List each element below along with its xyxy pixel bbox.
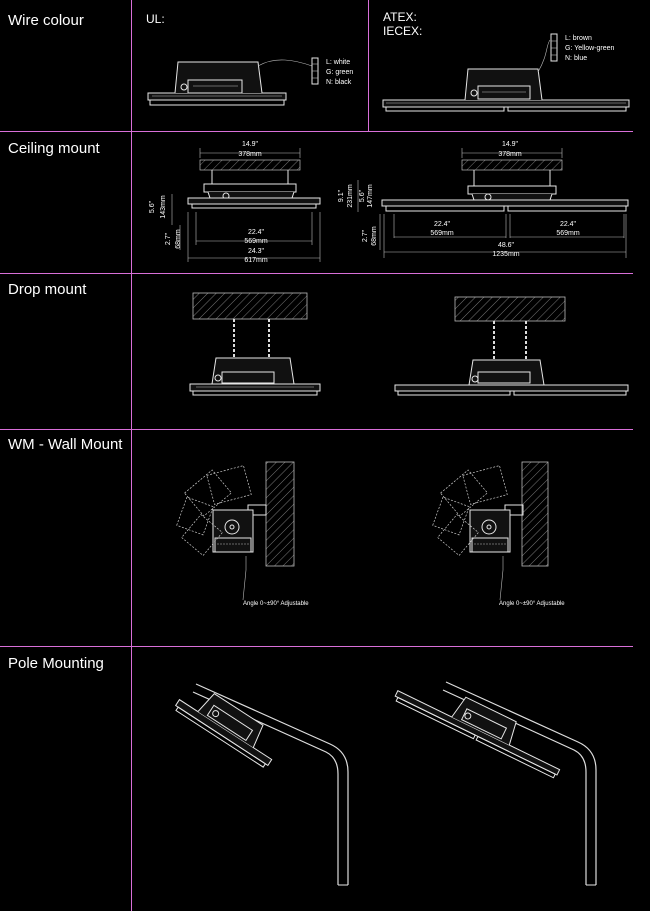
wall-mount-right-drawing xyxy=(432,461,549,601)
ceiling-single-body-in: 2.7" xyxy=(165,232,172,245)
drop-double-drawing xyxy=(394,296,629,396)
atex-wire-n: N: blue xyxy=(565,55,587,62)
ceiling-double-module2-in: 22.4" xyxy=(560,221,577,228)
ceiling-single-height-mm: 143mm xyxy=(160,195,167,219)
ceiling-single-length-in: 24.3" xyxy=(248,248,265,255)
wall-mount-left-drawing xyxy=(176,461,295,601)
ceiling-single-bracket-in: 14.9" xyxy=(242,141,259,148)
ceiling-double-total-in: 9.1" xyxy=(338,189,345,202)
atex-luminaire-drawing xyxy=(382,33,630,112)
pole-single-drawing xyxy=(174,683,349,886)
ceiling-double-total-mm: 231mm xyxy=(347,184,354,208)
iecex-label: IECEX: xyxy=(383,24,423,38)
ceiling-single-module-in: 22.4" xyxy=(248,229,265,236)
ceiling-double-module-mm: 569mm xyxy=(430,230,454,237)
ceiling-double-body-mm: 68mm xyxy=(371,226,378,246)
row-divider-4 xyxy=(0,646,633,647)
drop-mount-title: Drop mount xyxy=(8,281,87,298)
drop-single-drawing xyxy=(189,292,321,396)
wall-mount-title: WM - Wall Mount xyxy=(8,436,123,453)
ceiling-double-length-in: 48.6" xyxy=(498,242,515,249)
ceiling-single-module-mm: 569mm xyxy=(244,238,268,245)
ceiling-double-height-mm: 147mm xyxy=(367,184,374,208)
ul-wire-g: G: green xyxy=(326,69,353,76)
ceiling-double-module2-mm: 569mm xyxy=(556,230,580,237)
ul-wire-n: N: black xyxy=(326,79,352,86)
column-divider xyxy=(131,0,132,911)
row-divider-2 xyxy=(0,273,633,274)
pole-double-drawing xyxy=(394,681,597,886)
ul-luminaire-drawing xyxy=(147,57,319,106)
ceiling-single-bracket-mm: 378mm xyxy=(238,151,262,158)
row-divider-3 xyxy=(0,429,633,430)
ceiling-double-height-in: 5.6" xyxy=(359,189,366,202)
ceiling-double-body-in: 2.7" xyxy=(362,229,369,242)
ceiling-double-drawing xyxy=(357,148,629,258)
ceiling-single-body-mm: 68mm xyxy=(175,229,182,249)
ul-label: UL: xyxy=(146,12,165,26)
ceiling-single-height-in: 5.6" xyxy=(149,200,156,213)
ul-wire-l: L: white xyxy=(326,59,350,66)
ceiling-mount-title: Ceiling mount xyxy=(8,140,100,157)
atex-wire-l: L: brown xyxy=(565,35,592,42)
ceiling-double-bracket-mm: 378mm xyxy=(498,151,522,158)
ceiling-single-drawing xyxy=(171,148,321,262)
ceiling-single-length-mm: 617mm xyxy=(244,257,268,264)
atex-wire-g: G: Yellow-green xyxy=(565,45,615,52)
wall-mount-left-angle-note: Angle 0~±90° Adjustable xyxy=(243,601,309,607)
ceiling-double-module-in: 22.4" xyxy=(434,221,451,228)
row-divider-1 xyxy=(0,131,633,132)
pole-mounting-title: Pole Mounting xyxy=(8,655,104,672)
atex-label: ATEX: xyxy=(383,10,417,24)
wall-mount-right-angle-note: Angle 0~±90° Adjustable xyxy=(499,601,565,607)
wire-section-divider xyxy=(368,0,369,131)
ceiling-double-length-mm: 1235mm xyxy=(492,251,519,258)
ceiling-double-bracket-in: 14.9" xyxy=(502,141,519,148)
wire-colour-title: Wire colour xyxy=(8,12,84,29)
